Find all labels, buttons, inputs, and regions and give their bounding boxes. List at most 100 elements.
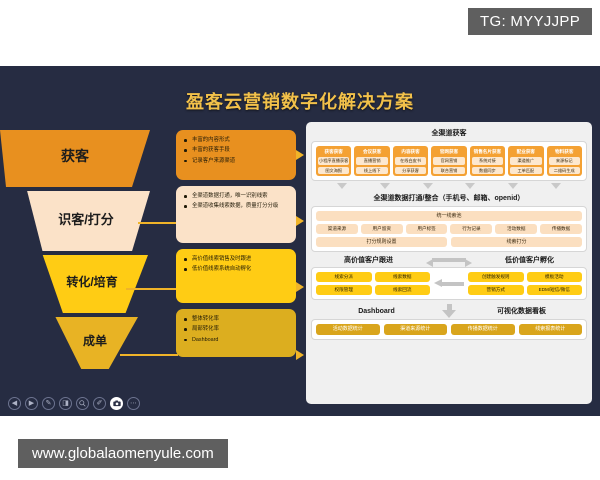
channel-item[interactable]: 联合营销 [433, 166, 465, 174]
channel-column[interactable]: 内容获客 在线白皮书 分享获客 [392, 146, 429, 176]
split-header-row: 高价值客户跟进 低价值客户孵化 [311, 254, 587, 267]
scoring-row: 打分规则设置 线索打分 [316, 237, 582, 247]
low-value-cell[interactable]: 创建触发规则 [468, 272, 524, 282]
channel-item[interactable]: 线上线下 [356, 166, 388, 174]
more-glyph: ⋯ [130, 400, 137, 407]
high-value-cell[interactable]: 线索回流 [374, 285, 430, 295]
eraser-icon[interactable]: ◨ [59, 397, 72, 410]
high-value-cell[interactable]: 权限管理 [316, 285, 372, 295]
integration-cell[interactable]: 活动数据 [495, 224, 538, 234]
low-value-cell[interactable]: 营销方式 [468, 285, 524, 295]
channel-item[interactable]: 二维码生成 [548, 166, 580, 174]
scoring-cell[interactable]: 打分规则设置 [316, 237, 447, 247]
eraser-glyph: ◨ [62, 400, 69, 407]
integration-cell[interactable]: 行为记录 [450, 224, 493, 234]
down-arrow-icon [550, 183, 561, 189]
bullet-card-convert: 高价值线索销售及时跟进 低价值线索系统自动孵化 [176, 249, 296, 303]
bullet-item: 丰富的内容形式 [183, 136, 290, 144]
funnel-stage-identify: 识客/打分 [27, 191, 150, 251]
bullet-item: 局部转化率 [183, 325, 290, 333]
integration-cell[interactable]: 用户留资 [360, 224, 403, 234]
dashboard-left-title: Dashboard [358, 307, 395, 315]
section-acquisition-box: 获客获客 小程序直播获客 图文海报 会议获客 直播营销 线上线下 内容获客 在线… [311, 141, 587, 181]
channel-column[interactable]: 会议获客 直播营销 线上线下 [354, 146, 390, 176]
channel-column[interactable]: 获客获客 小程序直播获客 图文海报 [316, 146, 352, 176]
down-arrow-icon [465, 183, 476, 189]
channel-item[interactable]: 渠道推广 [510, 157, 542, 165]
pen-glyph: ✎ [45, 400, 52, 407]
channel-row: 获客获客 小程序直播获客 图文海报 会议获客 直播营销 线上线下 内容获客 在线… [316, 146, 582, 176]
bullet-item: 低价值线索系统自动孵化 [183, 265, 290, 273]
tg-watermark-badge: TG: MYYJJPP [468, 8, 592, 35]
channel-column[interactable]: 配业获客 渠道推广 工单匹配 [508, 146, 544, 176]
section-integration-box: 统一线索池 渠道来源 用户留资 用户标签 行为记录 活动数据 传播数据 打分规则… [311, 206, 587, 252]
integration-cell[interactable]: 用户标签 [405, 224, 448, 234]
funnel-stage-label: 成单 [82, 333, 107, 348]
down-arrow-row [311, 181, 587, 189]
channel-item[interactable]: 在线白皮书 [394, 157, 427, 165]
camera-icon[interactable] [110, 397, 123, 410]
channel-item[interactable]: 直播营销 [356, 157, 388, 165]
section-acquisition-title: 全渠道获客 [431, 130, 467, 137]
channel-column[interactable]: 销售名片获客 系统对接 数据同步 [469, 146, 506, 176]
channel-column[interactable]: 物料获客 来源标记 二维码生成 [546, 146, 582, 176]
split-right-title: 低价值客户孵化 [505, 257, 554, 264]
low-value-cell[interactable]: 模板活动 [526, 272, 582, 282]
funnel-stage-label: 获客 [61, 147, 89, 164]
section-dashboard-box: 活动数据统计 渠道来源统计 传播数据统计 线索报表统计 [311, 319, 587, 340]
dashboard-stat-cell[interactable]: 活动数据统计 [316, 324, 380, 335]
channel-item[interactable]: 工单匹配 [510, 166, 542, 174]
high-value-cell[interactable]: 线索分派 [316, 272, 372, 282]
solution-panel: 全渠道获客 获客获客 小程序直播获客 图文海报 会议获客 直播营销 线上线下 内… [306, 122, 592, 404]
low-value-cell[interactable]: EDM/短信/微信 [526, 285, 582, 295]
left-arrow-icon [434, 279, 464, 288]
funnel-stage-deal: 成单 [55, 317, 138, 369]
section-integration: 全渠道数据打通/整合（手机号、邮箱、openid） 统一线索池 渠道来源 用户留… [311, 191, 587, 252]
magnifier-icon[interactable] [76, 397, 89, 410]
play-icon[interactable]: ▶ [25, 397, 38, 410]
dashboard-stat-cell[interactable]: 传播数据统计 [451, 324, 515, 335]
bullet-item: Dashboard [183, 336, 290, 344]
bidirectional-arrow-icon [426, 256, 472, 267]
back-icon[interactable]: ◀ [8, 397, 21, 410]
channel-item[interactable]: 图文海报 [318, 166, 350, 174]
low-value-grid: 创建触发规则 模板活动 营销方式 EDM/短信/微信 [468, 272, 582, 295]
bullet-card-group: 丰富的内容形式 丰富的获客手段 记录客户来源渠道 全渠道数据打通，唯一识别线索 … [176, 130, 296, 363]
bullet-card-acquisition: 丰富的内容形式 丰富的获客手段 记录客户来源渠道 [176, 130, 296, 180]
funnel-stage-acquisition: 获客 [0, 130, 150, 187]
funnel-diagram: 获客 识客/打分 转化/培育 成单 [0, 130, 165, 369]
integration-cell[interactable]: 渠道来源 [316, 224, 358, 234]
high-value-cell[interactable]: 线索数据 [374, 272, 430, 282]
bullet-item: 丰富的获客手段 [183, 146, 290, 154]
channel-item[interactable]: 小程序直播获客 [318, 157, 350, 165]
section-split-box: 线索分派 线索数据 权限管理 线索回流 创建触发规则 模板活动 营销方式 EDM… [311, 267, 587, 300]
dashboard-stat-cell[interactable]: 线索报表统计 [518, 324, 582, 335]
connector-line-3 [120, 354, 178, 356]
channel-item[interactable]: 来源标记 [548, 157, 580, 165]
pen-icon[interactable]: ✎ [42, 397, 55, 410]
scoring-cell[interactable]: 线索打分 [451, 237, 582, 247]
highlighter-glyph: ✐ [96, 400, 103, 407]
channel-head: 物料获客 [555, 149, 574, 154]
arrow-to-panel-1 [296, 150, 304, 160]
channel-item[interactable]: 数据同步 [471, 166, 504, 174]
channel-item[interactable]: 分享获客 [394, 166, 427, 174]
unified-lead-pool[interactable]: 统一线索池 [316, 211, 582, 221]
dashboard-stat-cell[interactable]: 渠道来源统计 [383, 324, 447, 335]
channel-item[interactable]: 官网营销 [433, 157, 465, 165]
channel-item[interactable]: 系统对接 [471, 157, 504, 165]
integration-data-row: 渠道来源 用户留资 用户标签 行为记录 活动数据 传播数据 [316, 224, 582, 234]
more-icon[interactable]: ⋯ [127, 397, 140, 410]
channel-head: 销售名片获客 [473, 149, 502, 154]
bullet-item: 记录客户来源渠道 [183, 157, 290, 165]
annotation-toolbar[interactable]: ◀ ▶ ✎ ◨ ✐ ⋯ [8, 397, 140, 410]
dashboard-header-row: Dashboard 可视化数据看板 [311, 302, 587, 319]
highlighter-icon[interactable]: ✐ [93, 397, 106, 410]
play-glyph: ▶ [28, 400, 35, 407]
high-value-grid: 线索分派 线索数据 权限管理 线索回流 [316, 272, 430, 295]
integration-cell[interactable]: 传播数据 [540, 224, 582, 234]
down-arrow-icon [422, 183, 433, 189]
bullet-item: 全渠道数据打通，唯一识别线索 [183, 192, 290, 200]
channel-column[interactable]: 官网获客 官网营销 联合营销 [431, 146, 467, 176]
dashboard-right-title: 可视化数据看板 [497, 308, 546, 315]
